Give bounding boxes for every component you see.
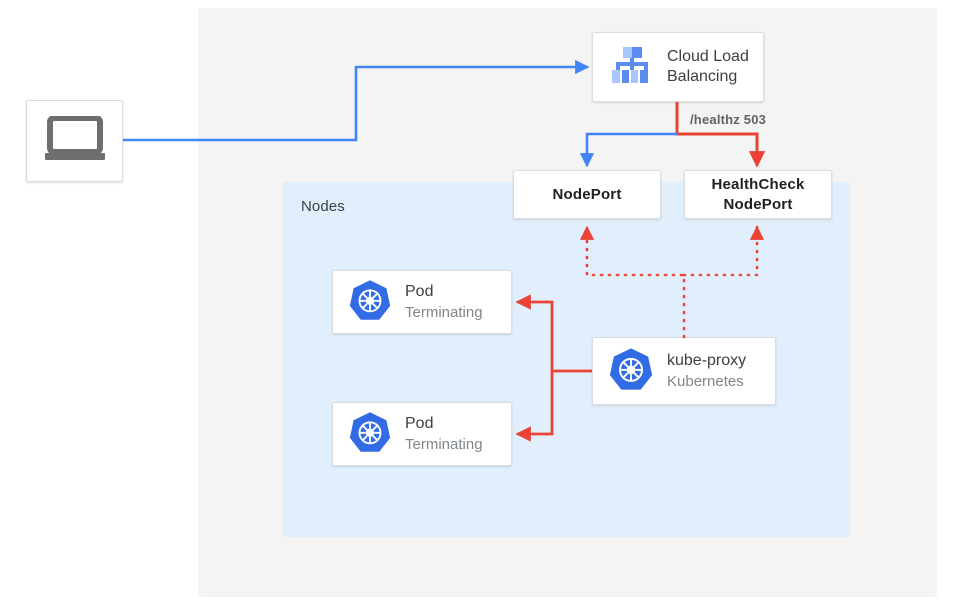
pod-name-2: Pod bbox=[405, 415, 434, 433]
kubernetes-icon bbox=[349, 279, 391, 326]
cloud-load-balancing-line2: Balancing bbox=[667, 68, 738, 85]
nodeport-label: NodePort bbox=[552, 185, 622, 203]
pod-card-1: Pod Terminating bbox=[332, 270, 512, 334]
kubernetes-icon bbox=[609, 347, 653, 396]
nodes-panel-label: Nodes bbox=[301, 198, 345, 215]
cloud-load-balancing-icon bbox=[609, 45, 653, 90]
nodeport-card: NodePort bbox=[513, 170, 661, 219]
kube-proxy-labels: kube-proxy Kubernetes bbox=[667, 351, 746, 391]
kube-proxy-card: kube-proxy Kubernetes bbox=[592, 337, 776, 405]
cloud-load-balancing-line1: Cloud Load bbox=[667, 47, 749, 65]
kube-proxy-platform: Kubernetes bbox=[667, 372, 744, 390]
pod-labels-2: Pod Terminating bbox=[405, 414, 483, 454]
kubernetes-icon bbox=[349, 411, 391, 458]
healthcheck-nodeport-card: HealthCheck NodePort bbox=[684, 170, 832, 219]
healthcheck-nodeport-line2: NodePort bbox=[723, 195, 793, 213]
pod-labels-1: Pod Terminating bbox=[405, 282, 483, 322]
healthcheck-nodeport-line1: HealthCheck bbox=[711, 175, 805, 193]
kube-proxy-name: kube-proxy bbox=[667, 352, 747, 370]
pod-status-2: Terminating bbox=[405, 435, 483, 453]
laptop-icon bbox=[44, 114, 106, 167]
pod-name-1: Pod bbox=[405, 283, 434, 301]
pod-card-2: Pod Terminating bbox=[332, 402, 512, 466]
pod-status-1: Terminating bbox=[405, 303, 483, 321]
cloud-load-balancing-card: Cloud Load Balancing bbox=[592, 32, 764, 102]
client-laptop-card bbox=[26, 100, 123, 182]
healthz-annotation: /healthz 503 bbox=[690, 112, 767, 127]
cloud-load-balancing-labels: Cloud Load Balancing bbox=[667, 47, 749, 88]
healthcheck-nodeport-label: HealthCheck NodePort bbox=[711, 175, 804, 215]
